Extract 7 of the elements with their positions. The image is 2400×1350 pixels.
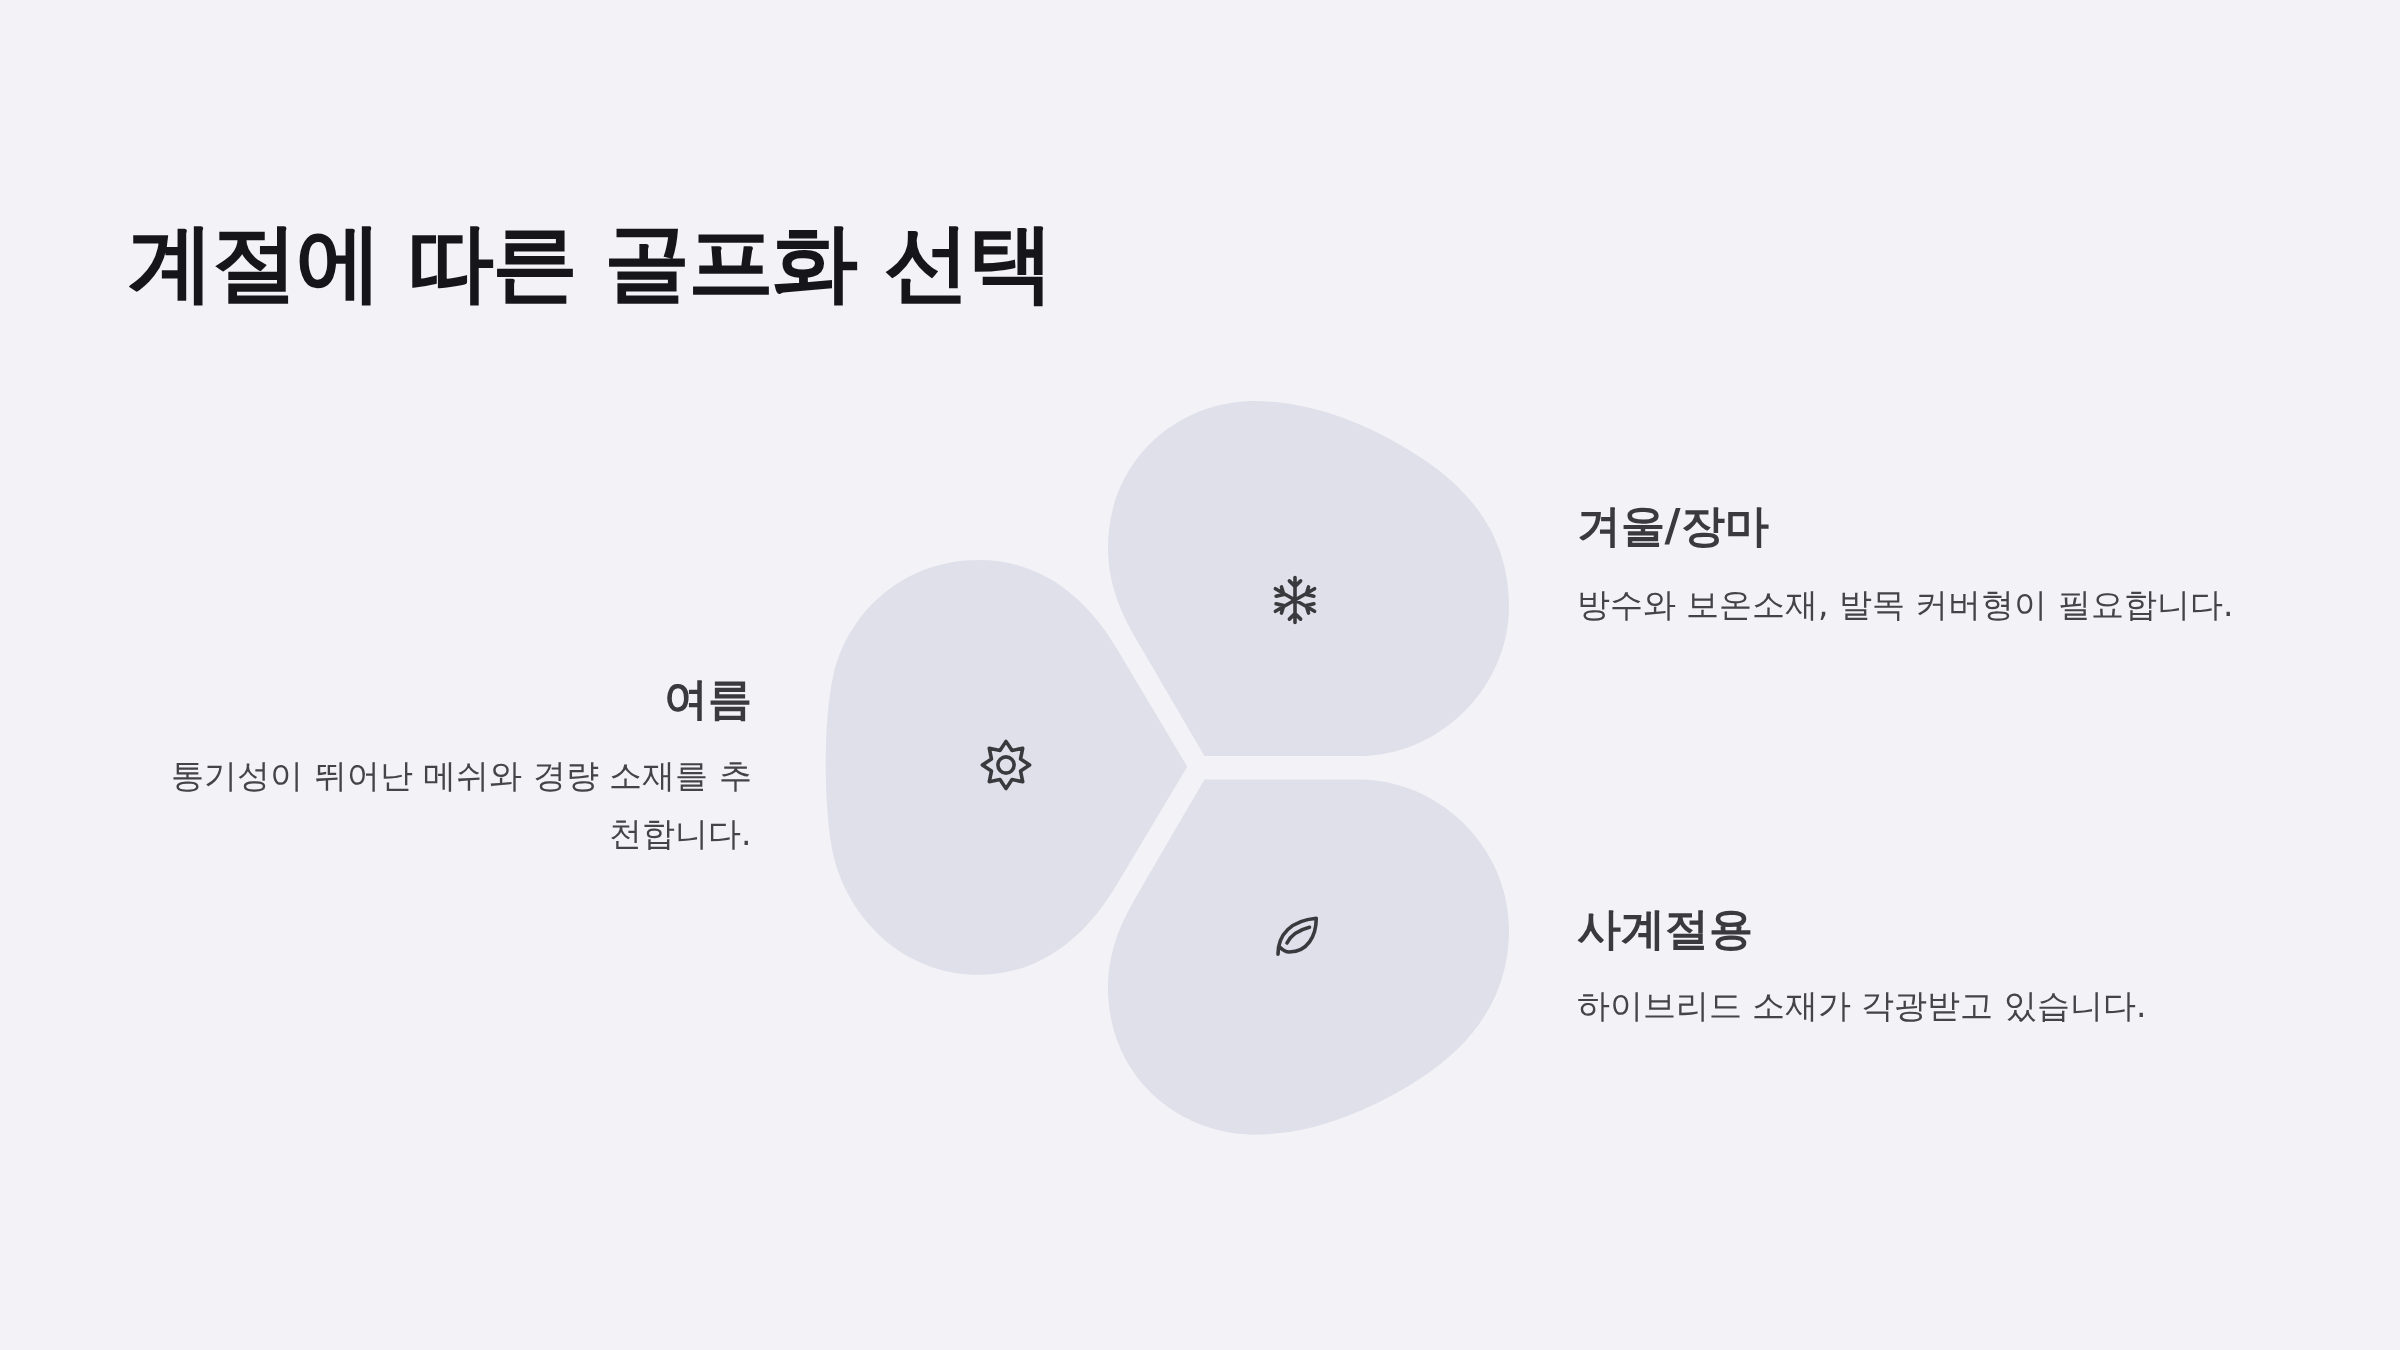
season-heading: 사계절용 bbox=[1576, 901, 1753, 956]
season-description: 방수와 보온소재, 발목 커버형이 필요합니다. bbox=[1576, 583, 2234, 626]
season-description: 통기성이 뛰어난 메쉬와 경량 소재를 추천합니다. bbox=[170, 755, 752, 855]
season-description: 하이브리드 소재가 각광받고 있습니다. bbox=[1576, 984, 2147, 1027]
slide-title: 계절에 따른 골프화 선택 bbox=[128, 211, 1052, 314]
season-heading: 겨울/장마 bbox=[1576, 499, 1769, 553]
season-heading: 여름 bbox=[662, 671, 752, 726]
